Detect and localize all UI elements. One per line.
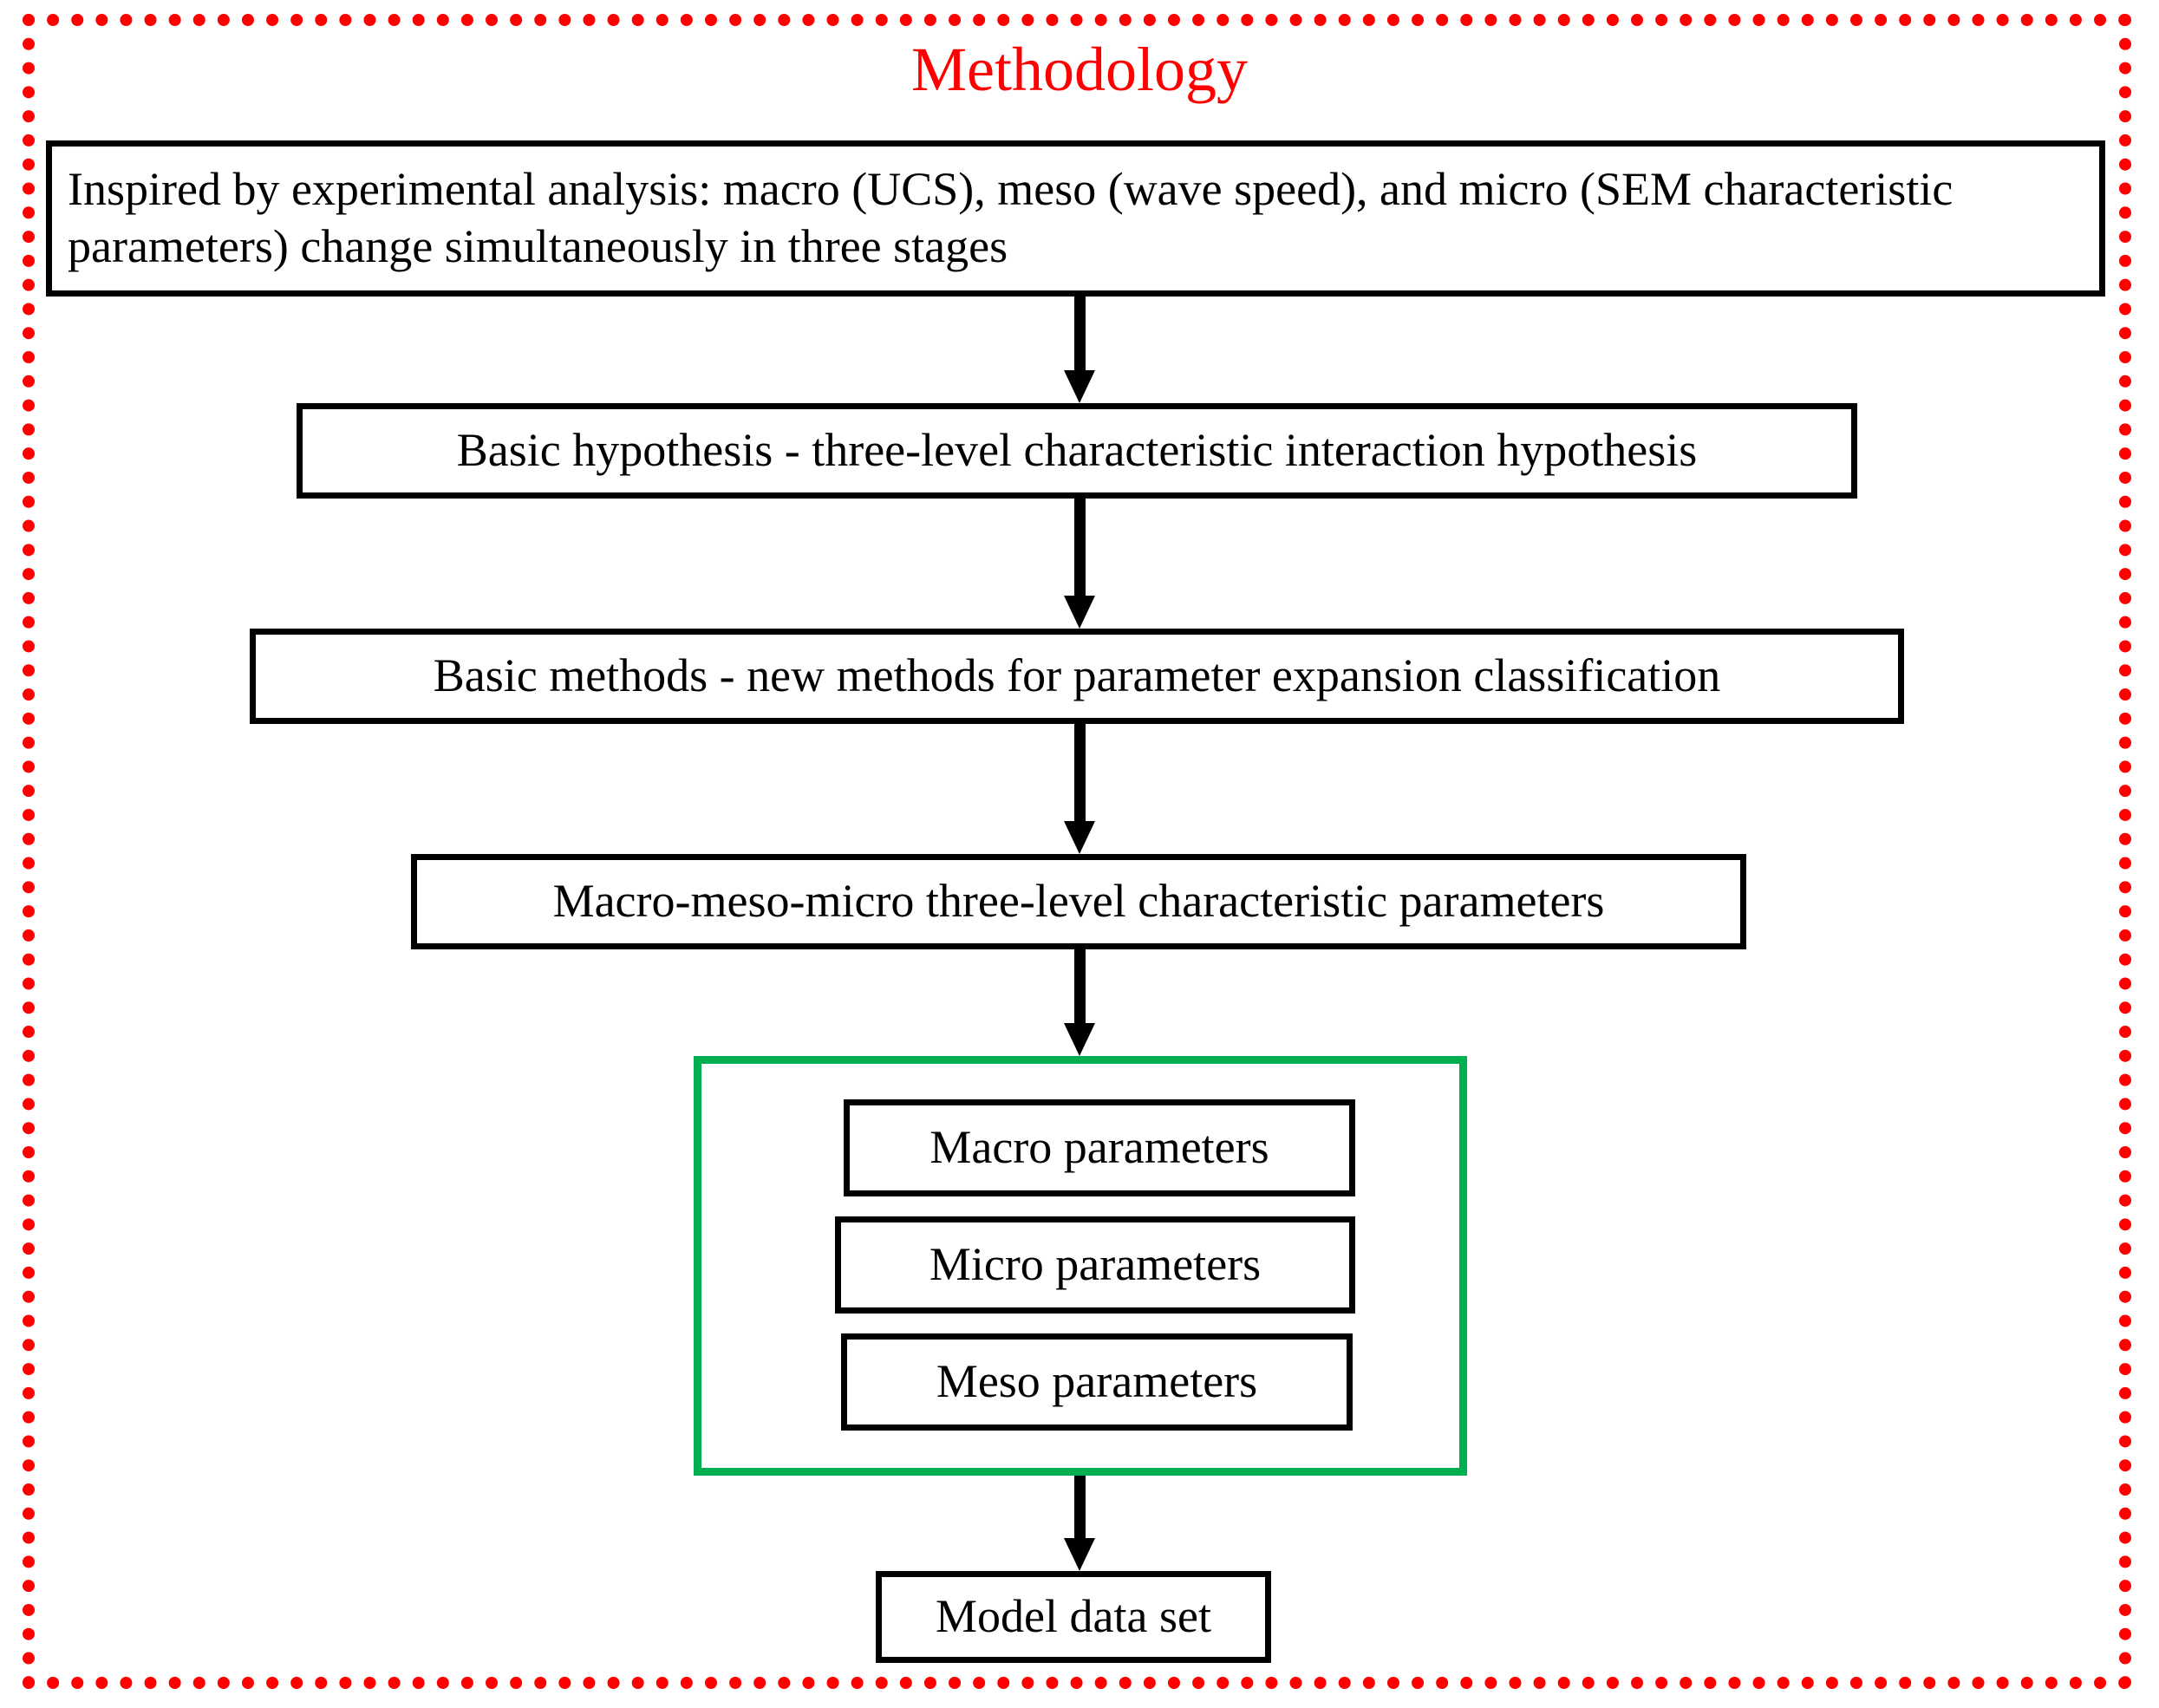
arrow-inspired-to-hypothesis [1064, 297, 1095, 403]
node-methods-label: Basic methods - new methods for paramete… [433, 649, 1721, 702]
arrow-head-icon [1064, 370, 1095, 403]
node-model-data-set-label: Model data set [936, 1590, 1211, 1643]
node-macro-parameters-label: Macro parameters [929, 1121, 1269, 1174]
node-model-data-set[interactable]: Model data set [876, 1571, 1271, 1663]
node-basic-hypothesis[interactable]: Basic hypothesis - three-level character… [297, 403, 1857, 499]
arrow-shaft [1074, 499, 1086, 596]
arrow-head-icon [1064, 1023, 1095, 1056]
arrow-head-icon [1064, 821, 1095, 854]
node-inspired-label: Inspired by experimental analysis: macro… [68, 163, 1954, 272]
arrow-shaft [1074, 1476, 1086, 1538]
node-micro-parameters-label: Micro parameters [929, 1238, 1262, 1291]
page-title: Methodology [911, 35, 1248, 104]
arrow-parameter-group-to-model-data-set [1064, 1476, 1095, 1571]
arrow-shaft [1074, 949, 1086, 1023]
node-meso-parameters-label: Meso parameters [936, 1355, 1258, 1408]
arrow-hypothesis-to-methods [1064, 499, 1095, 629]
arrow-head-icon [1064, 1538, 1095, 1571]
node-basic-methods[interactable]: Basic methods - new methods for paramete… [250, 629, 1904, 724]
arrow-shaft [1074, 724, 1086, 821]
node-three-level-label: Macro-meso-micro three-level characteris… [552, 875, 1605, 928]
arrow-head-icon [1064, 596, 1095, 629]
node-micro-parameters[interactable]: Micro parameters [835, 1216, 1355, 1314]
node-inspired-by-experimental-analysis[interactable]: Inspired by experimental analysis: macro… [46, 140, 2105, 297]
node-meso-parameters[interactable]: Meso parameters [841, 1333, 1353, 1431]
node-hypothesis-label: Basic hypothesis - three-level character… [456, 424, 1698, 477]
node-macro-parameters[interactable]: Macro parameters [844, 1099, 1355, 1196]
node-three-level-characteristic-parameters[interactable]: Macro-meso-micro three-level characteris… [411, 854, 1746, 949]
arrow-methods-to-three-level [1064, 724, 1095, 854]
arrow-shaft [1074, 297, 1086, 370]
arrow-three-level-to-parameter-group [1064, 949, 1095, 1056]
